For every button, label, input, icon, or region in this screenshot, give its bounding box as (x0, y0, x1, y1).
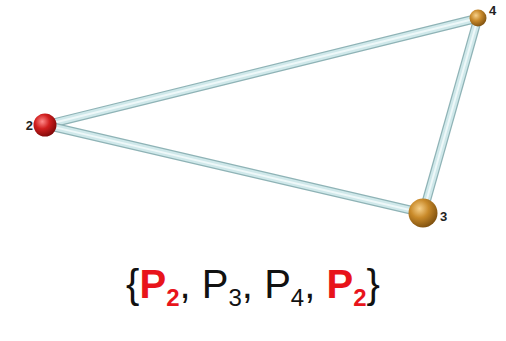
graph-vertex: 3 (408, 198, 438, 228)
sequence-symbol: , (242, 262, 253, 307)
graph-edge (52, 19, 473, 123)
tube-body (52, 127, 414, 211)
vertex-number: 3 (440, 209, 447, 224)
sphere-shape (470, 10, 487, 27)
tube-highlight (52, 127, 414, 211)
graph-vertex: 2 (33, 113, 57, 137)
vertex-number: 2 (26, 118, 33, 133)
tube-outline (425, 23, 476, 204)
sequence-symbol: } (367, 262, 380, 307)
tube-highlight (52, 19, 473, 123)
tube-outline (52, 127, 414, 211)
sequence-symbol: P4 (264, 262, 304, 307)
sequence-symbol: , (304, 262, 315, 307)
tube-highlight (425, 23, 476, 204)
graph-edge (52, 127, 414, 211)
vertex-number: 4 (489, 3, 496, 18)
vertex-sphere (408, 198, 438, 228)
vertex-sphere (469, 9, 487, 27)
sequence-symbol: { (126, 262, 139, 307)
graph-vertex: 4 (469, 9, 487, 27)
sequence-symbol: , (179, 262, 190, 307)
tube-body (52, 19, 473, 123)
vertex-sphere (33, 113, 57, 137)
highlighted-vertex: P2 (139, 262, 179, 307)
highlighted-vertex: P2 (327, 262, 367, 307)
sphere-shape (409, 199, 438, 228)
sphere-shape (34, 114, 57, 137)
sequence-symbol: P3 (202, 262, 242, 307)
path-sequence: {P2,P3,P4,P2} (0, 262, 506, 307)
tube-outline (52, 19, 473, 123)
graph-edge (425, 23, 476, 204)
tube-body (425, 23, 476, 204)
